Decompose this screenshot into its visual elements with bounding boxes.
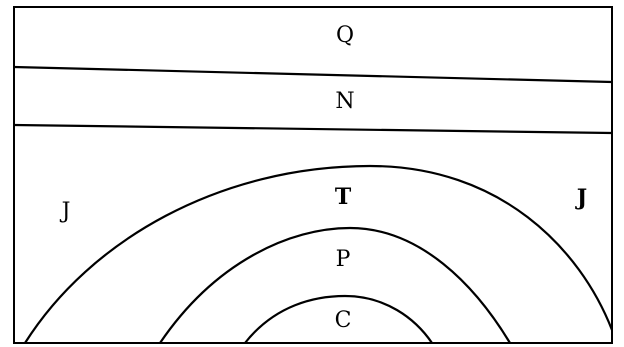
upper-layer-boundary bbox=[13, 65, 613, 84]
layer-label-j-left: J bbox=[60, 199, 71, 224]
outer-fold-boundary bbox=[24, 164, 614, 344]
layer-label-t: T bbox=[335, 184, 352, 210]
lower-layer-boundary bbox=[13, 123, 613, 135]
layer-label-n: N bbox=[335, 89, 354, 114]
layer-label-q: Q bbox=[336, 23, 354, 48]
middle-fold-boundary bbox=[159, 226, 511, 344]
inner-fold-boundary bbox=[244, 294, 433, 344]
layer-label-c: C bbox=[335, 308, 352, 333]
layer-label-p: P bbox=[336, 247, 351, 272]
layer-label-j-right: J bbox=[575, 185, 587, 211]
diagram-frame bbox=[13, 6, 613, 344]
